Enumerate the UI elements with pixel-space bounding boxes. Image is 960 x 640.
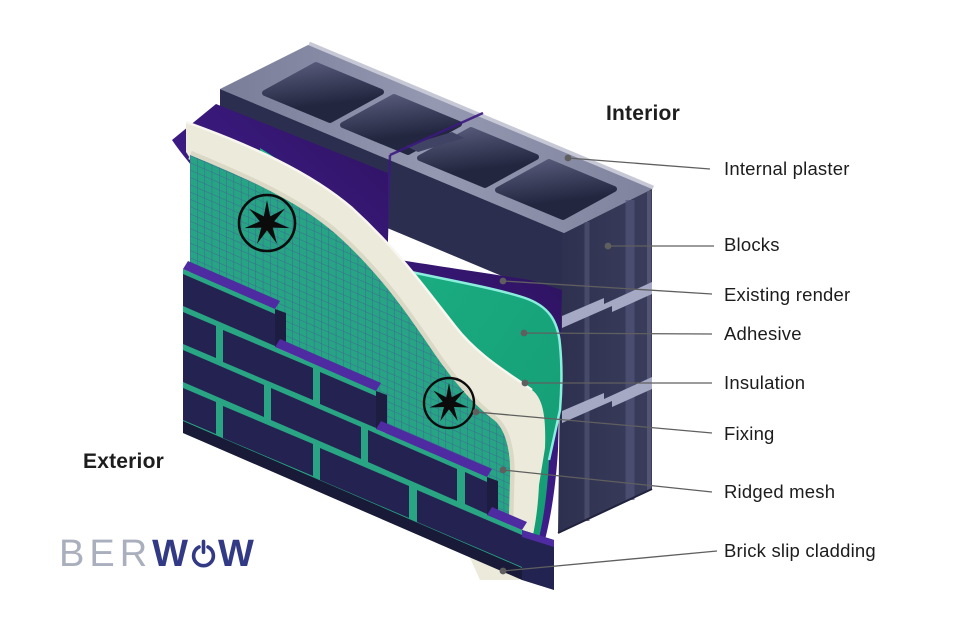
bricks bbox=[183, 274, 522, 567]
leader-dots bbox=[472, 154, 612, 575]
logo-text-light: BER bbox=[59, 533, 153, 575]
layer-label-brick-slip-cladding: Brick slip cladding bbox=[724, 540, 876, 561]
berwow-logo: BER W W bbox=[59, 533, 254, 575]
leader-lines bbox=[475, 157, 718, 572]
layer-label-blocks: Blocks bbox=[724, 234, 780, 255]
block-cores bbox=[262, 62, 617, 220]
power-button-icon bbox=[191, 539, 216, 568]
layer-label-adhesive: Adhesive bbox=[724, 323, 802, 344]
logo-text-w1: W bbox=[152, 533, 189, 575]
block-slot bbox=[406, 132, 464, 152]
internal-plaster-edge bbox=[308, 41, 654, 191]
brick-end-face bbox=[522, 530, 554, 590]
layer-label-fixing: Fixing bbox=[724, 423, 775, 444]
fixing-star-icon bbox=[422, 376, 476, 430]
interior-title: Interior bbox=[606, 102, 680, 125]
block-mortar-band bbox=[562, 282, 652, 328]
layer-label-ridged-mesh: Ridged mesh bbox=[724, 481, 836, 502]
exterior-title: Exterior bbox=[83, 450, 164, 473]
brick-step-faces bbox=[275, 309, 498, 519]
layer-label-existing-render: Existing render bbox=[724, 284, 851, 305]
layer-label-internal-plaster: Internal plaster bbox=[724, 158, 850, 179]
wall-bottom-edge bbox=[183, 421, 522, 580]
adhesive-highlight bbox=[392, 266, 563, 461]
layer-label-insulation: Insulation bbox=[724, 372, 806, 393]
brick-slip-cladding bbox=[183, 261, 554, 590]
block-end-face bbox=[558, 189, 652, 533]
fixing-star-icon bbox=[237, 193, 297, 253]
block-mortar-band bbox=[562, 377, 652, 423]
logo-text-w2: W bbox=[218, 533, 254, 575]
